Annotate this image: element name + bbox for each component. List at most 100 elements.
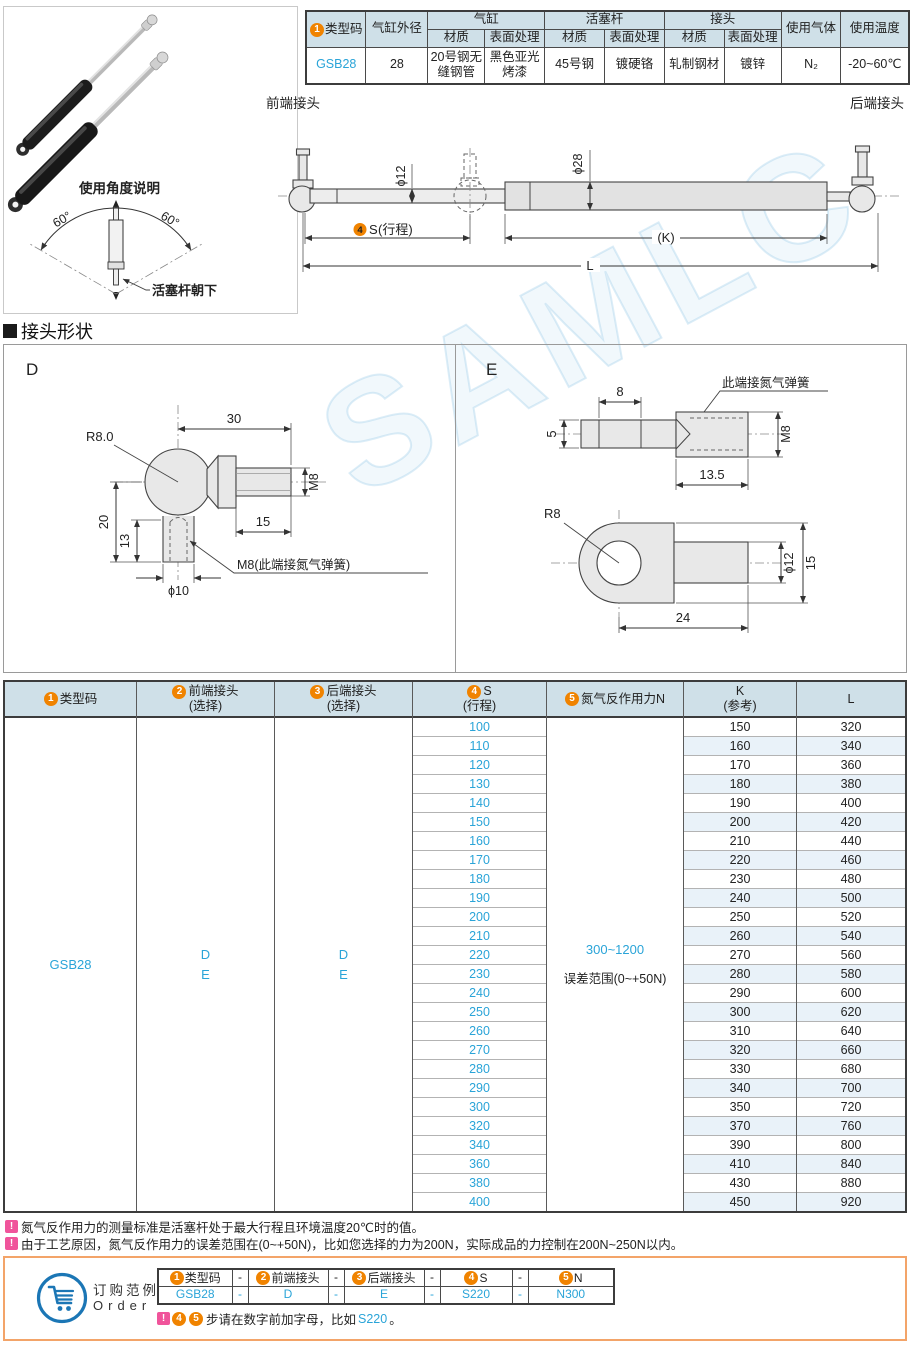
k-value: 190 — [684, 794, 796, 813]
order-title-cn: 订购范例 — [93, 1283, 159, 1298]
dim-20-label: 20 — [96, 515, 111, 529]
k-value: 310 — [684, 1022, 796, 1041]
piston-rod — [309, 188, 506, 204]
k-dimension-label: (K) — [657, 230, 674, 245]
gas-spring-image — [7, 51, 169, 213]
stroke-s-label: S — [369, 222, 378, 237]
circle-num-1: 1 — [309, 22, 324, 37]
ball-stud-body — [144, 448, 292, 516]
l-value: 420 — [797, 813, 905, 832]
dim-135-label: 13.5 — [699, 467, 724, 482]
spec-header-connector: 接头 — [663, 10, 782, 30]
order-dash: - — [423, 1285, 441, 1305]
spec-header-gas: 使用气体 — [780, 10, 842, 48]
dim-dia12-label: ϕ12 — [782, 553, 796, 574]
spec-type-code: GSB28 — [305, 46, 367, 85]
spec-cyl-surface: 黑色亚光烤漆 — [484, 46, 546, 85]
dim-m8-label: M8 — [779, 425, 793, 442]
order-dash: - — [327, 1268, 345, 1287]
l-value: 400 — [797, 794, 905, 813]
stroke-value: 160 — [413, 832, 546, 851]
spec-conn-material: 轧制钢材 — [663, 46, 725, 85]
k-value: 450 — [684, 1193, 796, 1211]
dim-5-label: 5 — [544, 430, 559, 437]
eyelet-body — [578, 522, 749, 604]
l-value: 380 — [797, 775, 905, 794]
k-value: 390 — [684, 1136, 796, 1155]
threaded-adapter-body — [580, 411, 749, 458]
cart-icon — [36, 1272, 88, 1324]
l-value: 880 — [797, 1174, 905, 1193]
order-title-en: Order — [93, 1298, 152, 1313]
stroke-value: 200 — [413, 908, 546, 927]
spec-header-temp: 使用温度 — [840, 10, 910, 48]
alternate-ball-dashed — [453, 148, 487, 220]
l-value: 760 — [797, 1117, 905, 1136]
force-tolerance-note: 误差范围(0~+50N) — [563, 972, 667, 986]
stroke-value: 150 — [413, 813, 546, 832]
l-value: 340 — [797, 737, 905, 756]
stroke-value: 250 — [413, 1003, 546, 1022]
l-value: 620 — [797, 1003, 905, 1022]
spec-header-cylinder: 气缸 — [427, 10, 546, 30]
angle-left-label: 60° — [50, 209, 73, 231]
circle-num-4: 4 — [467, 684, 482, 699]
k-value: 340 — [684, 1079, 796, 1098]
k-value: 180 — [684, 775, 796, 794]
connector-shapes-box: D — [3, 344, 907, 673]
spec-header-material: 材质 — [427, 28, 486, 48]
order-dash: - — [423, 1268, 441, 1287]
stroke-value: 210 — [413, 927, 546, 946]
stroke-value: 170 — [413, 851, 546, 870]
dim-r8-label: R8 — [544, 506, 561, 521]
angle-diagram-title: 使用角度说明 — [78, 180, 160, 196]
main-dimension-drawing: 前端接头 后端接头 ϕ12 — [266, 95, 904, 273]
order-dash: - — [231, 1285, 249, 1305]
circle-num-5: 5 — [564, 692, 579, 706]
spec-header-material: 材质 — [663, 28, 725, 48]
circle-num-1: 1 — [169, 1271, 184, 1286]
l-value: 460 — [797, 851, 905, 870]
stroke-value: 120 — [413, 756, 546, 775]
stroke-value: 260 — [413, 1022, 546, 1041]
dim-13-label: 13 — [117, 534, 132, 548]
k-value: 370 — [684, 1117, 796, 1136]
rear-ball-joint — [848, 145, 876, 213]
dim-30-label: 30 — [227, 411, 241, 426]
order-value-front: D — [247, 1285, 329, 1305]
type-code-value: GSB28 — [49, 957, 92, 972]
front-connector-label: 前端接头 — [266, 95, 320, 111]
dim-m8-label: M8 — [307, 473, 321, 490]
dim-dia10-label: ϕ10 — [168, 584, 189, 598]
force-range-cell: 300~1200 误差范围(0~+50N) — [547, 718, 683, 1211]
k-value: 270 — [684, 946, 796, 965]
circle-num-5: 5 — [189, 1311, 203, 1326]
dia-cylinder-label: ϕ28 — [571, 154, 585, 175]
l-value: 440 — [797, 832, 905, 851]
k-value: 160 — [684, 737, 796, 756]
l-value: 580 — [797, 965, 905, 984]
k-value: 230 — [684, 870, 796, 889]
ball-stud-shank — [162, 516, 195, 563]
k-value: 300 — [684, 1003, 796, 1022]
order-dash: - — [231, 1268, 249, 1287]
spec-rod-surface: 镀硬铬 — [603, 46, 665, 85]
k-value: 430 — [684, 1174, 796, 1193]
dim-8-label: 8 — [616, 384, 623, 399]
order-value-n: N300 — [527, 1285, 615, 1305]
gas-spring-photo: 使用角度说明 60° 60° 活塞杆朝下 — [7, 14, 217, 300]
force-range-value: 300~1200 — [585, 942, 645, 957]
k-value: 250 — [684, 908, 796, 927]
